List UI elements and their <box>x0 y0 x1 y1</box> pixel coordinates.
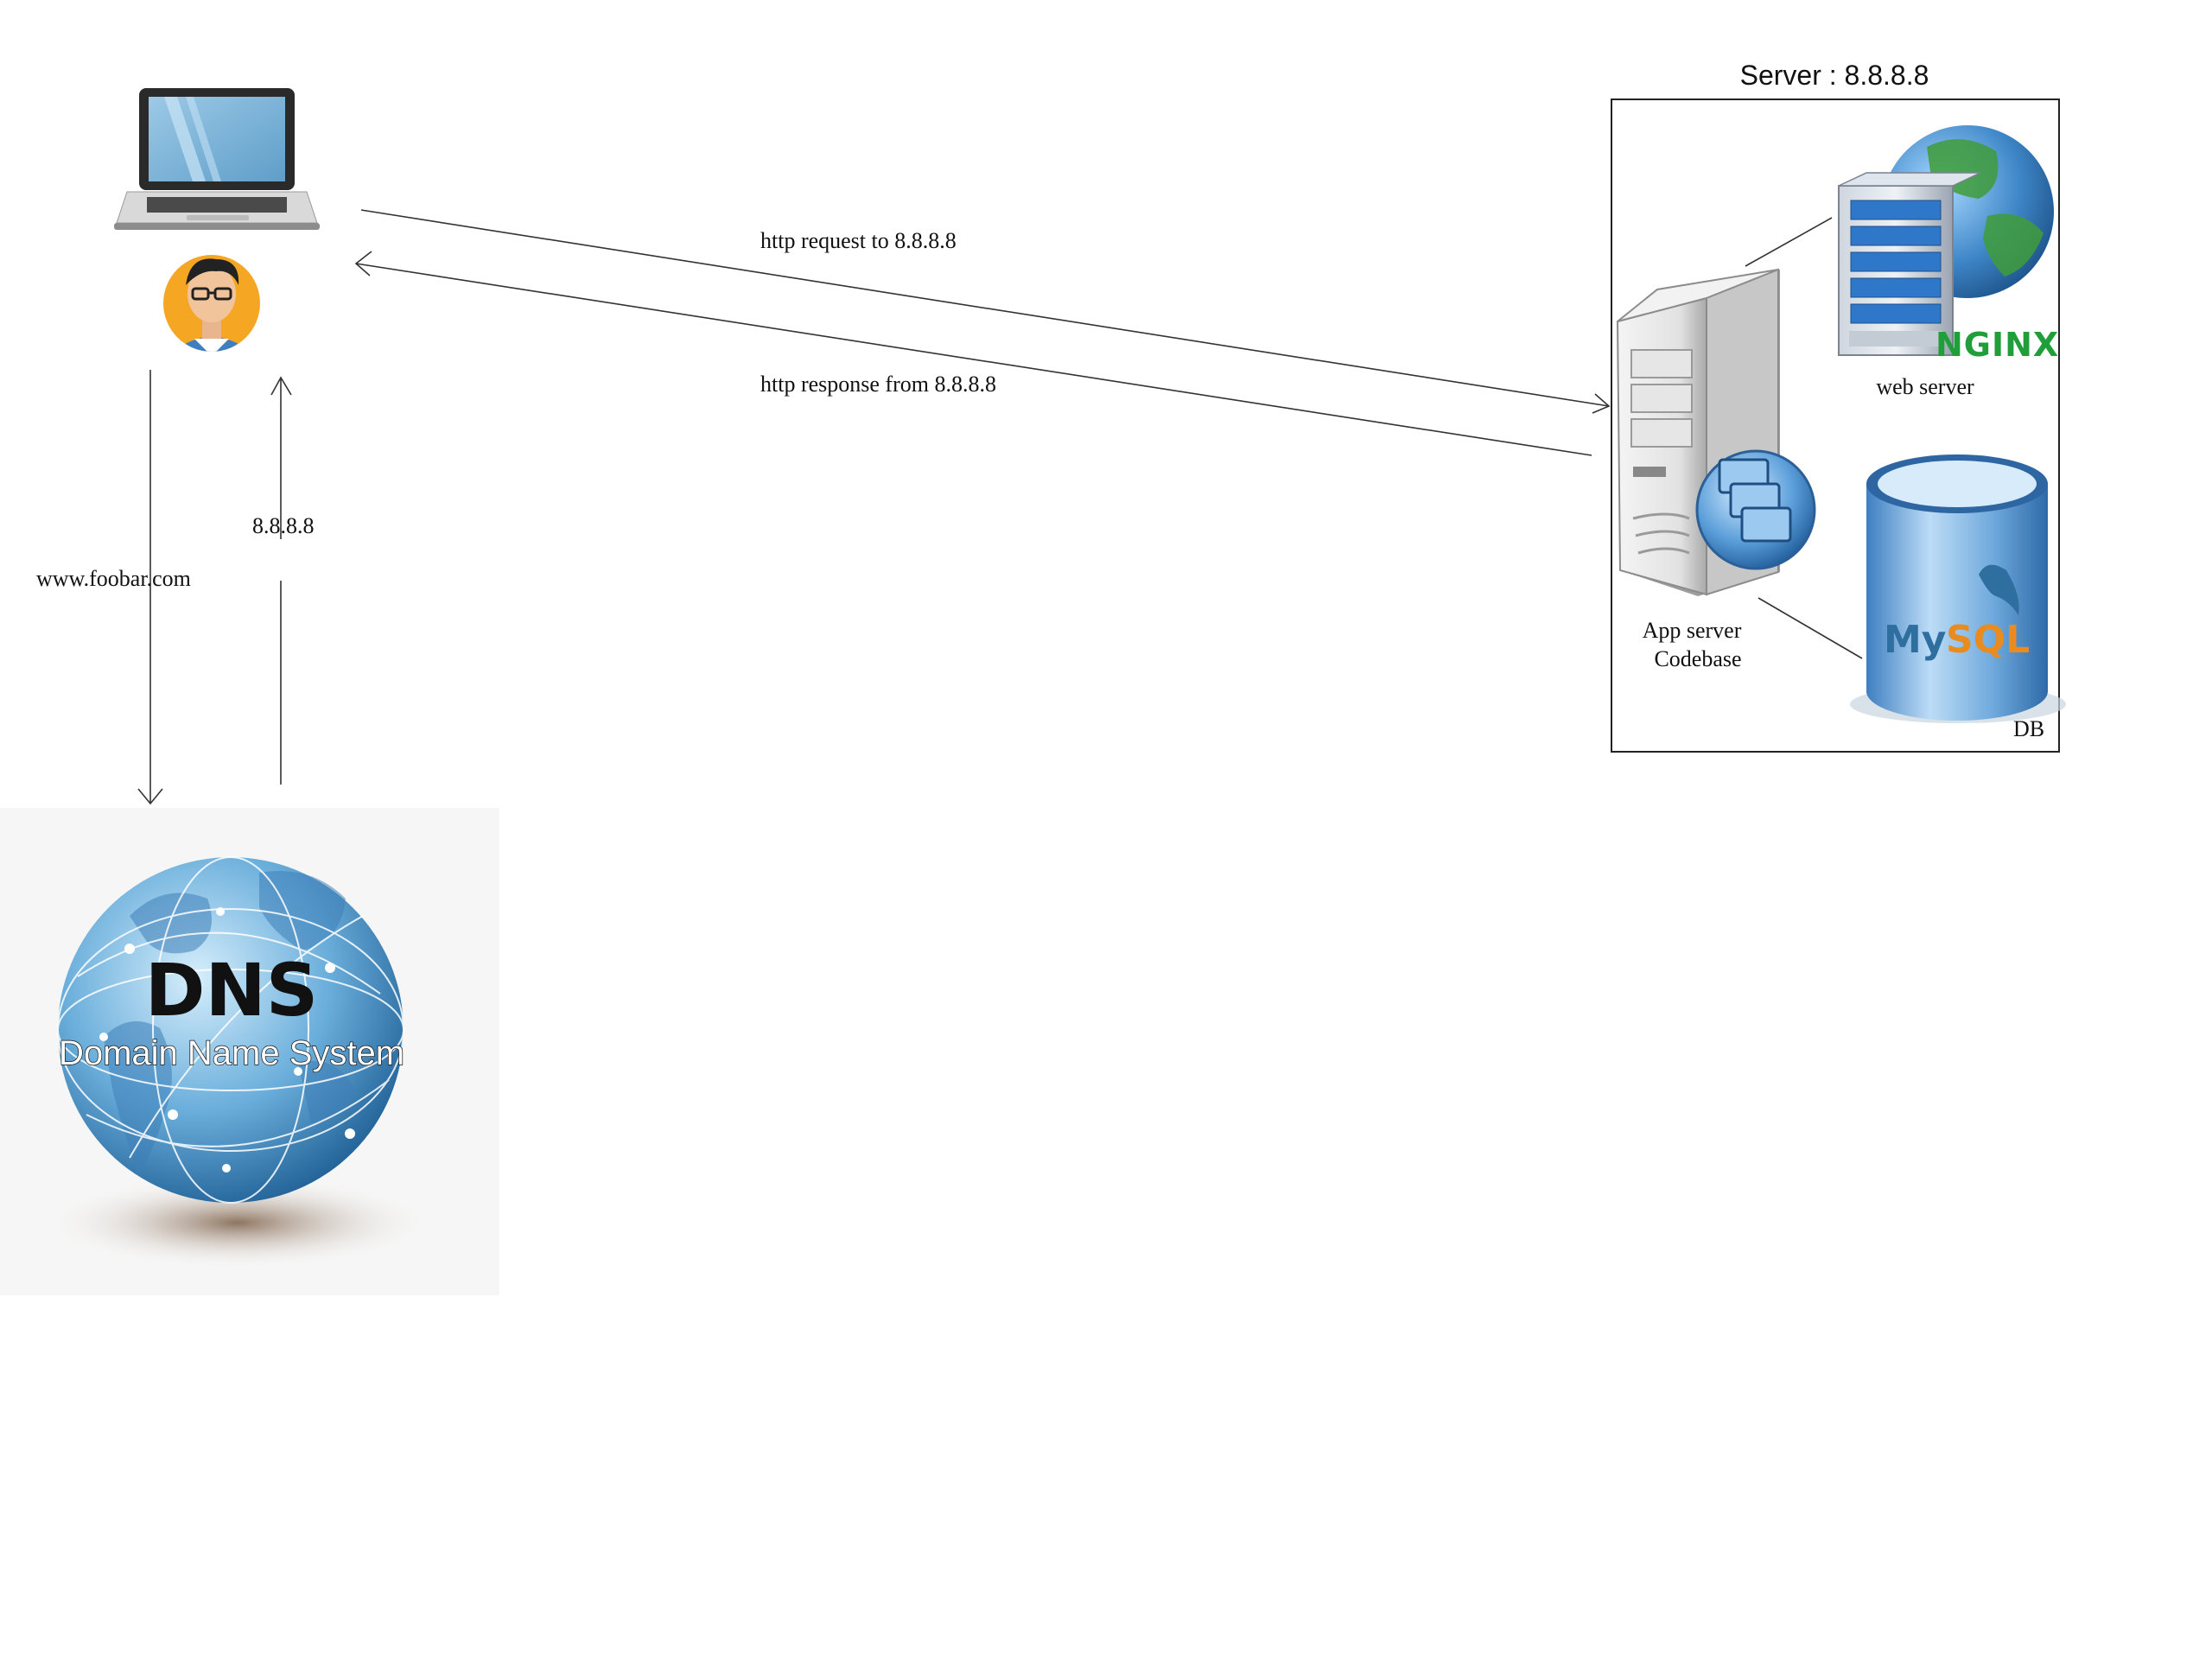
dns-answer-label: 8.8.8.8 <box>252 513 315 538</box>
http-response-label: http response from 8.8.8.8 <box>760 372 996 397</box>
dns-title: DNS <box>145 948 319 1033</box>
app-to-web-connector <box>1745 217 1833 267</box>
http-response-arrow <box>354 251 1592 456</box>
dns-query-label: www.foobar.com <box>36 566 191 591</box>
web-server-label: web server <box>1876 374 1974 399</box>
dns-query-arrow <box>137 370 163 805</box>
http-request-arrow <box>360 209 1611 414</box>
user-avatar-icon <box>163 255 260 352</box>
web-server-icon: NGINX <box>1838 125 2059 364</box>
app-to-db-connector <box>1758 597 1863 659</box>
app-server-label: App server <box>1643 618 1742 643</box>
server-title: Server : 8.8.8.8 <box>1740 60 1929 91</box>
dns-answer-arrow <box>270 376 292 785</box>
app-server-icon <box>1616 268 1816 596</box>
dns-globe-icon: DNS Domain Name System <box>0 808 499 1295</box>
dns-subtitle: Domain Name System <box>59 1034 404 1072</box>
codebase-label: Codebase <box>1654 646 1741 671</box>
http-request-label: http request to 8.8.8.8 <box>760 228 957 253</box>
database-icon: My SQL <box>1850 454 2066 723</box>
mysql-logo-my: My <box>1884 618 1946 662</box>
nginx-logo: NGINX <box>1936 326 2059 364</box>
mysql-logo-sql: SQL <box>1946 618 2030 662</box>
db-label: DB <box>2013 716 2044 741</box>
laptop-icon <box>114 88 320 230</box>
